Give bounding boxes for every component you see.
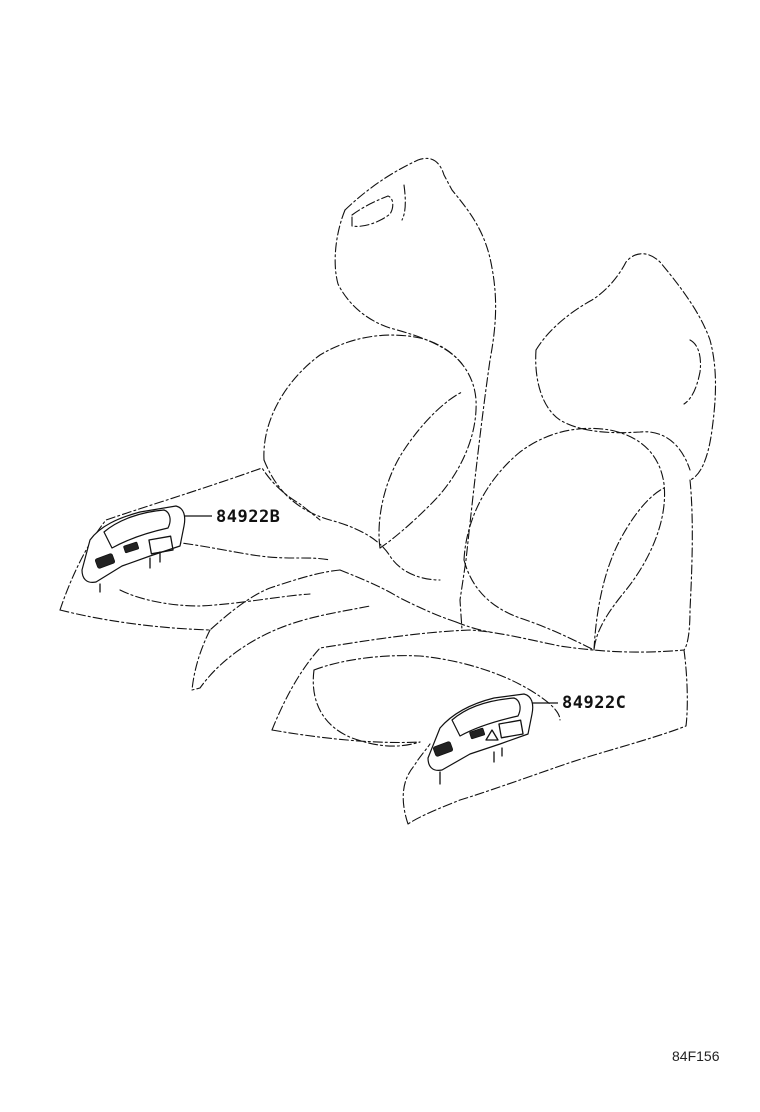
left-seat-headrest — [344, 157, 497, 631]
switch-84922c-knob — [451, 697, 521, 737]
switch-84922c[interactable] — [427, 693, 534, 785]
switch-84922b-bracket — [148, 535, 174, 555]
right-seat-rear — [455, 621, 491, 633]
right-seat-cushion-left — [312, 669, 421, 747]
right-seat-back-side — [683, 479, 693, 651]
right-seat-back-outline — [535, 349, 691, 471]
switch-84922b-knob — [103, 509, 171, 549]
switch-84922c-warning — [485, 729, 499, 741]
right-seat-backrest-front — [463, 427, 666, 651]
left-seat-skirt — [191, 605, 371, 691]
callout-84922c: 84922C — [562, 693, 627, 713]
right-seat-side-bolster — [463, 559, 595, 651]
switch-84922c-bracket — [498, 719, 524, 739]
switch-84922b-button — [123, 541, 140, 554]
left-seat-cushion-lower — [119, 589, 311, 607]
switch-84922c-pins — [439, 747, 503, 785]
switch-84922c-button — [469, 727, 486, 740]
switch-84922c-connector — [432, 741, 454, 757]
left-seat-side-bolster — [263, 459, 441, 581]
right-seat-skirt-front — [402, 743, 431, 825]
left-seat-back-outline — [334, 209, 463, 365]
right-seat-cushion-outline — [271, 629, 685, 731]
switch-84922b-pins — [99, 551, 161, 593]
callout-84922b: 84922B — [216, 507, 281, 527]
right-seat-headrest — [535, 253, 717, 481]
left-seat-backrest-front — [263, 334, 477, 549]
left-seat-rear — [339, 569, 457, 623]
diagram-id: 84F156 — [672, 1048, 720, 1064]
left-seat-back-edge — [401, 184, 406, 221]
left-seat-backrest-inner — [378, 391, 463, 549]
right-seat-cushion-front — [271, 729, 421, 744]
left-seat-headrest-slot — [351, 195, 394, 227]
left-seat-cushion-center — [149, 539, 331, 561]
switch-84922b[interactable] — [81, 505, 186, 593]
left-seat-cushion-front — [59, 569, 341, 631]
right-seat-skirt — [407, 649, 688, 825]
right-seat-inner-bolster — [593, 487, 665, 651]
switch-84922b-connector — [94, 553, 116, 569]
right-seat-headrest-slot — [683, 339, 702, 405]
left-seat — [59, 157, 497, 691]
left-seat-cushion-outline — [59, 467, 321, 611]
